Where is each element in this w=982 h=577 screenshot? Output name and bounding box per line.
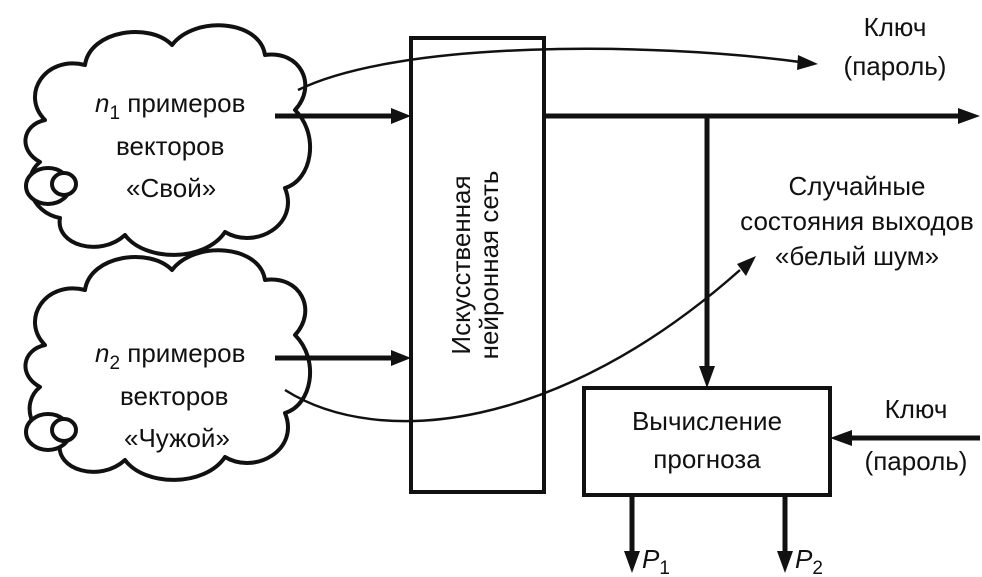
cloud-alien-title: n2 примеров [95,338,245,374]
neural-network-block: Искусственная нейронная сеть [409,36,546,494]
output-p2-label: P2 [795,544,823,577]
arrow-forecast-to-p1 [624,495,640,573]
cloud-alien-line2: векторов [120,381,228,411]
white-noise-line3: «белый шум» [775,241,939,271]
key-top-label: Ключ (пароль) [844,12,947,81]
cloud-own-line2: векторов [116,131,224,161]
arrow-alien-to-network [275,350,411,366]
cloud-alien-vectors: n2 примеров векторов «Чужой» [23,248,312,482]
arrow-key-to-forecast [830,430,980,446]
arrow-network-output [544,108,980,124]
key-right-label: Ключ (пароль) [865,394,968,476]
cloud-own-line3: «Свой» [126,173,216,203]
forecast-label-line2: прогноза [653,444,761,474]
cloud-own-eye [24,166,78,206]
neural-network-box [409,36,546,494]
arrow-forecast-to-p2 [777,495,793,573]
arrow-own-to-network [275,108,411,124]
curve-alien-to-noise [284,256,756,423]
neural-network-label-line2: нейронная сеть [474,171,504,360]
forecast-block: Вычисление прогноза [582,386,832,497]
white-noise-line1: Случайные [789,171,926,201]
curve-own-to-key [297,47,818,92]
cloud-alien-eye [24,412,78,452]
key-right-line1: Ключ [885,394,948,424]
cloud-own-title: n1 примеров [95,88,245,124]
white-noise-line2: состояния выходов [740,206,974,236]
key-top-line1: Ключ [864,12,927,42]
cloud-own-vectors: n1 примеров векторов «Свой» [23,23,312,257]
white-noise-label: Случайные состояния выходов «белый шум» [740,171,974,271]
key-top-line2: (пароль) [844,51,947,81]
arrow-output-to-forecast [699,116,715,388]
cloud-own-shape [23,23,312,257]
cloud-alien-line3: «Чужой» [124,423,230,453]
key-right-line2: (пароль) [865,446,968,476]
forecast-box [582,386,832,497]
forecast-label-line1: Вычисление [632,406,782,436]
output-p1-label: P1 [642,544,670,577]
neural-network-label-line1: Искусственная [446,175,476,354]
